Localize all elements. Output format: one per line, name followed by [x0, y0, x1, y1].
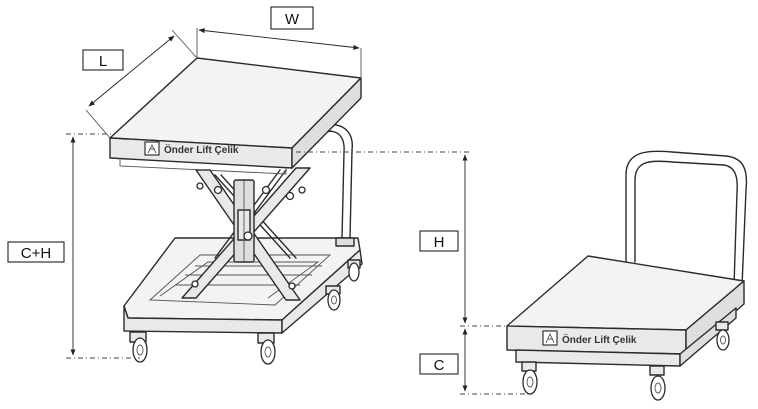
closed-height-label-box [419, 353, 459, 375]
length-label: L [99, 53, 107, 70]
raised-base-frame [123, 237, 363, 334]
raised-casters [129, 259, 361, 365]
dimension-total-height: C+H [7, 133, 140, 359]
total-height-label-box [7, 241, 65, 263]
dimension-width: W [196, 6, 362, 78]
dimension-closed-height: C [419, 328, 532, 395]
total-height-label: C+H [21, 245, 51, 262]
lowered-handle [625, 150, 748, 287]
dimension-lift-height: H [296, 151, 510, 327]
brand-label: Önder Lift Çelik [164, 143, 239, 156]
width-label-box [270, 6, 314, 30]
raised-lift-table: Önder Lift Çelik W [7, 6, 363, 365]
brand-logo-plate [144, 141, 160, 156]
closed-height-label: C [434, 357, 445, 374]
width-label: W [285, 11, 300, 28]
lowered-casters [521, 321, 730, 401]
lowered-platform: Önder Lift Çelik [506, 255, 745, 367]
length-label-box [82, 49, 124, 71]
raised-platform: Önder Lift Çelik [109, 57, 362, 175]
lift-height-label: H [434, 234, 445, 251]
lift-height-label-box [419, 230, 459, 252]
raised-scissor-arms [181, 167, 311, 301]
lowered-lift-table: Önder Lift Çelik H C [296, 150, 748, 401]
lowered-brand-label: Önder Lift Çelik [562, 333, 637, 346]
dimension-length: L [82, 29, 198, 139]
